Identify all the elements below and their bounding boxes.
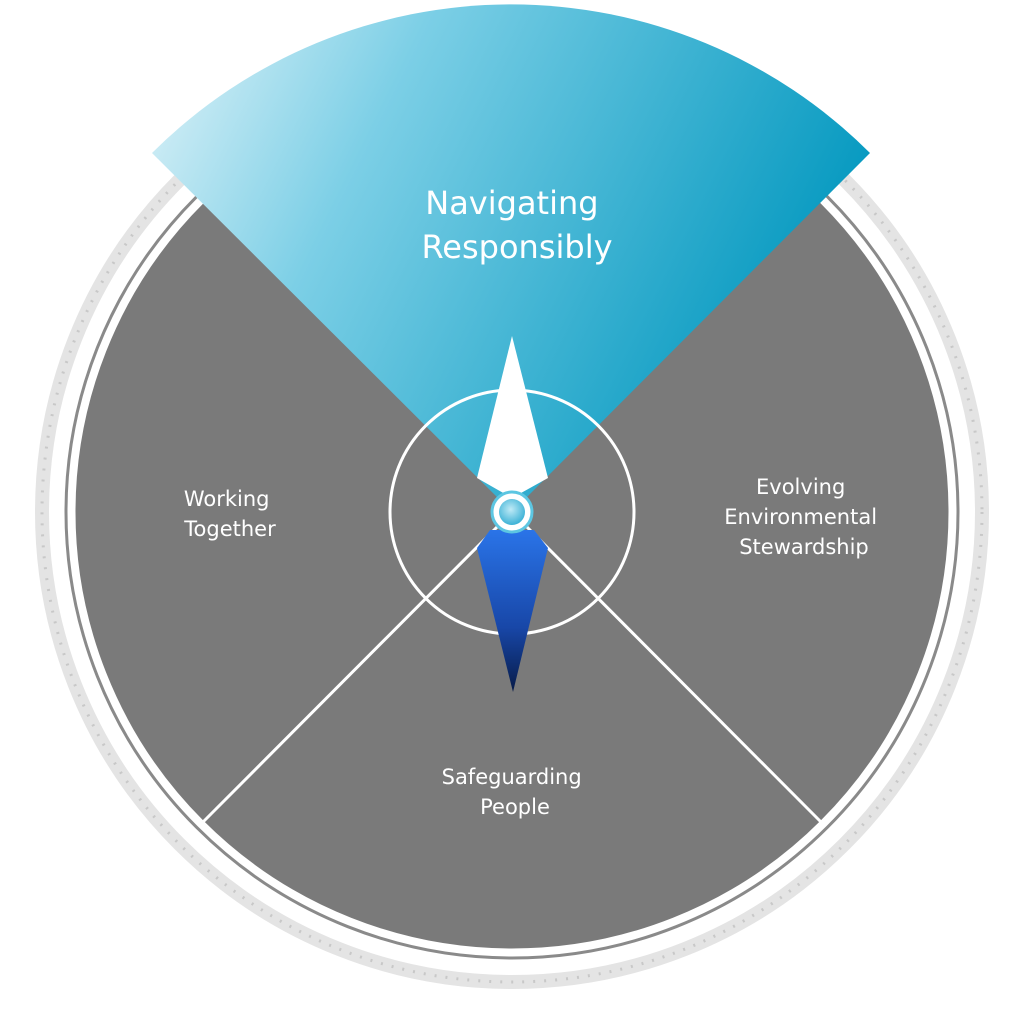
compass-needle-icon (477, 336, 548, 692)
needle-south (477, 530, 548, 692)
label-line: Working (184, 487, 270, 511)
label-safeguarding-people: Safeguarding People (442, 765, 589, 819)
label-line: Environmental (724, 505, 877, 529)
compass-pivot-icon (490, 490, 534, 534)
label-line: Stewardship (739, 535, 869, 559)
needle-north (477, 336, 548, 498)
segment-dividers (201, 510, 823, 824)
label-line: Safeguarding (442, 765, 582, 789)
segment-navigating-responsibly[interactable] (152, 4, 870, 513)
label-evolving-environmental-stewardship: Evolving Environmental Stewardship (724, 475, 883, 559)
label-line: Evolving (756, 475, 845, 499)
label-line: Navigating (425, 184, 598, 222)
label-line: Together (183, 517, 276, 541)
label-line: People (480, 795, 550, 819)
label-navigating-responsibly: Navigating Responsibly (421, 184, 612, 266)
label-working-together: Working Together (183, 487, 276, 541)
label-line: Responsibly (421, 228, 612, 266)
outer-ring-dots (40, 40, 984, 984)
